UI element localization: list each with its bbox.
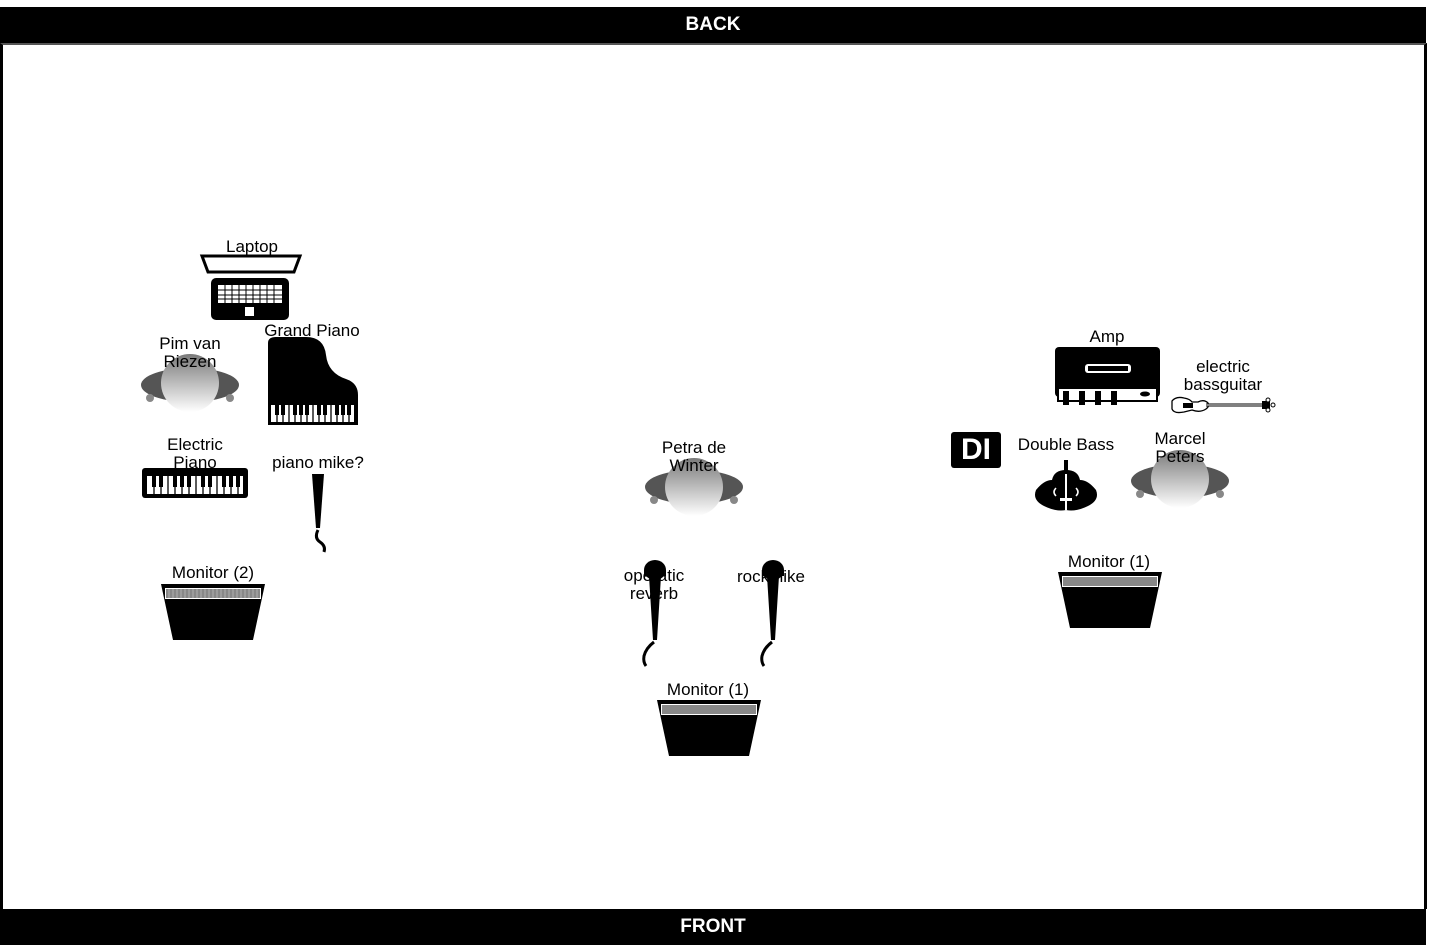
electric-piano-label: Electric Piano <box>167 435 223 472</box>
piano-mike-label: piano mike? <box>272 453 364 472</box>
stage-area <box>0 43 1427 909</box>
stage-back-label: BACK <box>0 7 1426 43</box>
person-marcel-icon[interactable] <box>1128 446 1232 512</box>
pim-label: Pim van Riezen <box>159 334 221 371</box>
monitor-center-icon[interactable] <box>657 700 761 756</box>
double-bass-icon[interactable] <box>1030 458 1102 514</box>
laptop-label: Laptop <box>226 237 278 256</box>
petra-label: Petra de Winter <box>661 438 727 475</box>
double-bass-label: Double Bass <box>1017 435 1115 454</box>
rockmike-label: rockmike <box>736 567 805 586</box>
di-box[interactable]: DI <box>951 432 1001 468</box>
person-pim-icon[interactable] <box>138 350 242 416</box>
amp-label: Amp <box>1089 327 1125 346</box>
microphone-icon[interactable] <box>310 472 332 554</box>
bass-guitar-icon[interactable] <box>1170 395 1276 415</box>
marcel-label: Marcel Peters <box>1154 429 1206 466</box>
monitor-left-icon[interactable] <box>161 584 265 640</box>
bassguitar-label: electric bassguitar <box>1183 357 1263 394</box>
grand-piano-icon[interactable] <box>266 335 358 427</box>
amp-icon[interactable] <box>1055 347 1160 405</box>
microphone-operatic-icon[interactable] <box>640 560 670 668</box>
electric-piano-icon[interactable] <box>142 468 248 498</box>
monitor-right-label: Monitor (1) <box>1067 552 1151 571</box>
monitor-left-label: Monitor (2) <box>171 563 255 582</box>
microphone-rock-icon[interactable] <box>758 560 788 668</box>
stage-front-label: FRONT <box>0 909 1426 945</box>
operatic-label: operatic reverb <box>623 566 685 603</box>
grand-piano-label: Grand Piano <box>264 321 360 340</box>
person-petra-icon[interactable] <box>642 452 746 518</box>
monitor-right-icon[interactable] <box>1058 572 1162 628</box>
monitor-center-label: Monitor (1) <box>666 680 750 699</box>
di-label: DI <box>961 433 991 466</box>
laptop-icon[interactable] <box>198 250 304 322</box>
